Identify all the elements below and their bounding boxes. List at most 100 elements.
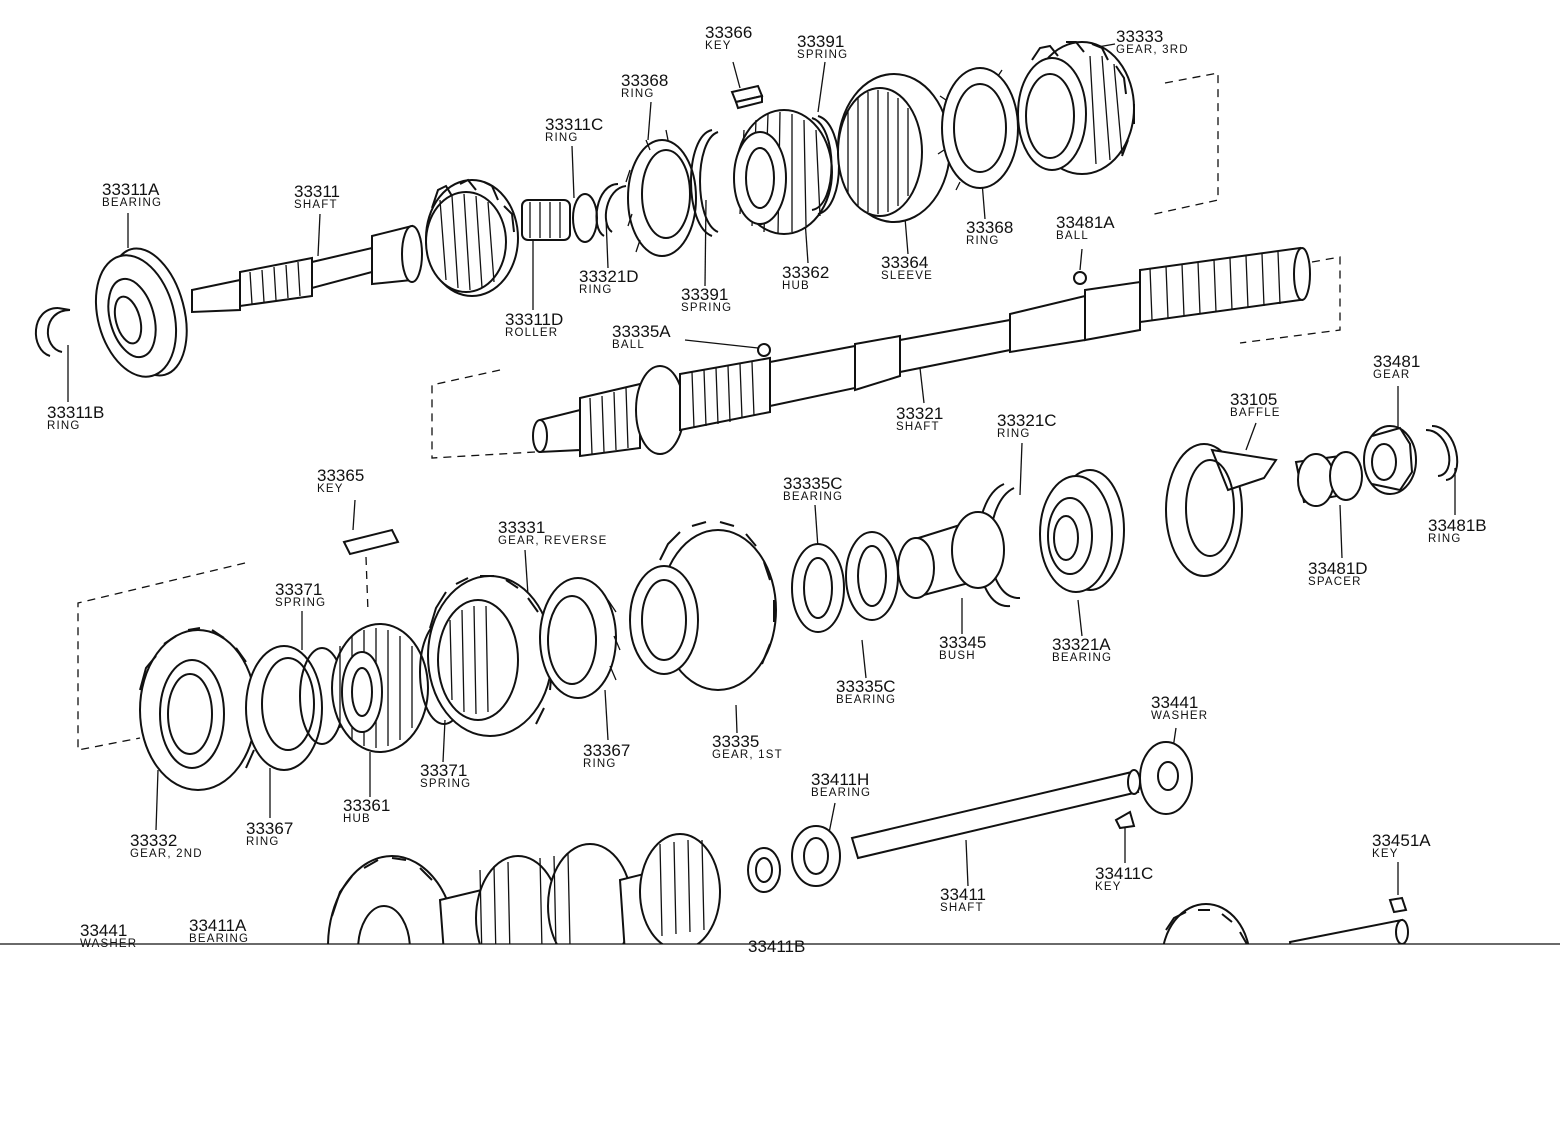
part-name: GEAR, 1ST [712,749,783,761]
part-number: 33311D [505,310,564,329]
part-number: 33411B [748,937,806,956]
part-name: ROLLER [505,327,559,339]
part-number: 33311A [102,180,160,199]
synchro-ring-33368-b [937,67,1019,191]
part-number: 33105 [1230,390,1278,409]
part-name: KEY [317,483,344,495]
part-number: 33451A [1372,831,1431,850]
part-number: 33367 [583,741,631,760]
part-number: 33311B [47,403,105,422]
part-number: 33365 [317,466,365,485]
needle-bearing-33335c-b [845,531,899,621]
synchro-ring-33368-a [625,129,697,257]
part-number: 33335A [612,322,671,341]
part-name: KEY [1372,848,1399,860]
part-name: RING [579,284,613,296]
part-name: SLEEVE [881,270,933,282]
part-number: 33368 [621,71,669,90]
part-name: WASHER [80,938,138,950]
part-number: 33371 [275,580,323,599]
bearing-33311a [94,247,188,378]
snap-ring-33321d [595,183,627,237]
part-number: 33391 [797,32,845,51]
part-name: GEAR, 2ND [130,848,203,860]
washer-33441-a [1139,741,1193,815]
part-number: 33367 [246,819,294,838]
cluster-gear-clipped [327,833,1409,944]
part-name: RING [1428,533,1462,545]
part-name: RING [997,428,1031,440]
part-name: KEY [705,40,732,52]
part-number: 33321 [896,404,944,423]
part-name: RING [246,836,280,848]
part-number: 33411A [189,916,247,935]
key-33366 [730,84,764,110]
needle-bearing-33411h [791,825,841,887]
ball-33481a [1073,271,1087,285]
part-number: 33362 [782,263,830,282]
part-number: 33311C [545,115,604,134]
part-name: BEARING [811,787,872,799]
counter-shaft-33411 [850,769,1141,860]
part-name: SPRING [420,778,472,790]
needle-bearing-33335c-a [791,543,845,633]
part-name: BUSH [939,650,976,662]
baffle-33105 [1165,443,1278,577]
part-number: 33333 [1116,27,1164,46]
part-name: BAFFLE [1230,407,1281,419]
part-name: SHAFT [896,421,940,433]
bush-33345 [897,511,1005,599]
part-number: 33441 [1151,693,1199,712]
spacer-33481d [1294,451,1363,507]
part-number: 33371 [420,761,468,780]
part-name: BEARING [836,694,897,706]
ball-33335a [757,343,771,357]
part-number: 33481D [1308,559,1368,578]
part-name: HUB [343,813,371,825]
part-name: BALL [1056,230,1089,242]
sleeve-33364 [837,73,951,223]
part-name: RING [966,235,1000,247]
part-number: 33481A [1056,213,1115,232]
key-33411c [1114,810,1136,830]
part-name: SPRING [797,49,849,61]
key-33365 [342,528,400,556]
input-gear [425,178,519,297]
main-shaft-33321 [532,246,1311,458]
callout-42: 33411B [748,938,805,955]
part-name: WASHER [1151,710,1209,722]
part-number: 33366 [705,23,753,42]
synchro-ring-33367-a [245,645,323,771]
part-number: 33411H [811,770,870,789]
part-number: 33441 [80,921,128,940]
part-name: SPACER [1308,576,1362,588]
hub-33361 [331,623,429,753]
part-number: 33361 [343,796,391,815]
part-name: RING [621,88,655,100]
gear-2nd-33332 [139,627,261,791]
part-number: 33364 [881,253,929,272]
part-number: 33335C [836,677,896,696]
spring-33391-a [690,129,719,237]
